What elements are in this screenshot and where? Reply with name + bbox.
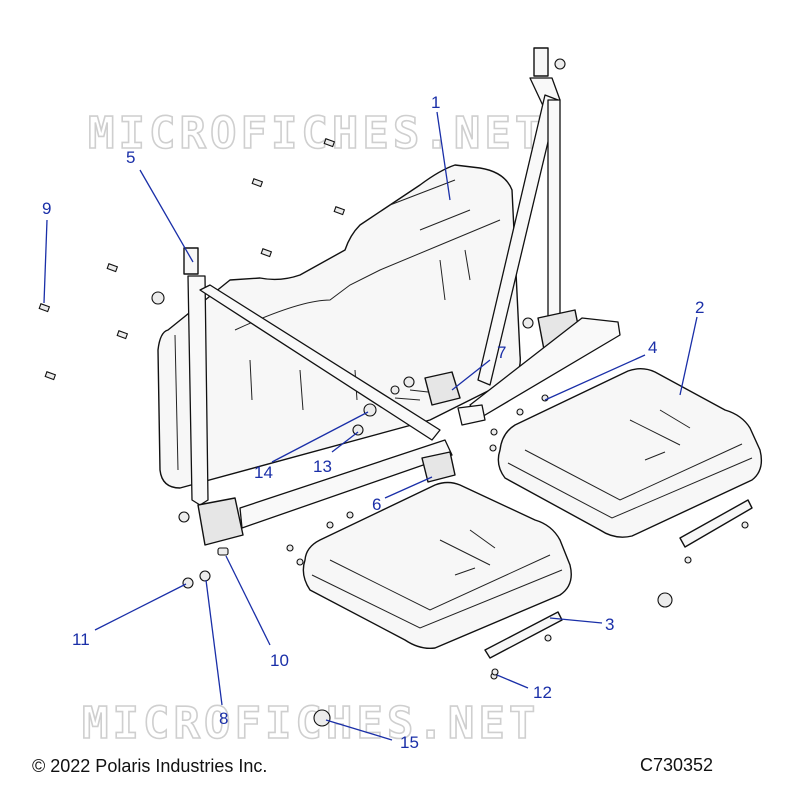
hardware-bolts [38, 58, 673, 727]
callout-9: 9 [42, 199, 51, 218]
callout-5: 5 [126, 148, 135, 167]
watermark-top: MICROFICHES.NET [88, 108, 545, 159]
belt-anchor-left-top [183, 247, 199, 275]
washer-8 [199, 570, 211, 582]
belt-left [183, 247, 456, 546]
belt-anchor-right-top [533, 47, 549, 77]
callout-14: 14 [254, 463, 273, 482]
nut-13 [352, 424, 364, 436]
callout-7: 7 [497, 343, 506, 362]
callout-10: 10 [270, 651, 289, 670]
center-buckle [394, 371, 461, 406]
callout-labels: 1 2 3 4 5 6 7 8 9 10 11 12 13 14 15 [42, 93, 704, 752]
seat-cushion-right [497, 368, 763, 538]
callout-15: 15 [400, 733, 419, 752]
nut-11 [182, 577, 194, 589]
callout-12: 12 [533, 683, 552, 702]
callout-4: 4 [648, 338, 657, 357]
copyright-text: © 2022 Polaris Industries Inc. [32, 756, 268, 776]
figure-id: C730352 [640, 755, 714, 775]
callout-3: 3 [605, 615, 614, 634]
seat-cushion-left [302, 481, 572, 650]
callout-13: 13 [313, 457, 332, 476]
bolt-14 [363, 403, 377, 417]
seat-back [157, 164, 521, 489]
retractor-left [197, 497, 244, 546]
bracket-right [679, 499, 753, 564]
watermark-bottom: MICROFICHES.NET [82, 698, 539, 749]
nut-15 [313, 709, 331, 727]
callout-6: 6 [372, 495, 381, 514]
buckle-left [421, 451, 456, 483]
callout-2: 2 [695, 298, 704, 317]
leader-lines [43, 111, 698, 741]
callout-8: 8 [219, 709, 228, 728]
spacer-10 [217, 547, 229, 556]
callout-11: 11 [72, 630, 90, 649]
callout-1: 1 [431, 93, 440, 112]
bolt-12 [491, 668, 499, 676]
belt-right [457, 47, 621, 426]
